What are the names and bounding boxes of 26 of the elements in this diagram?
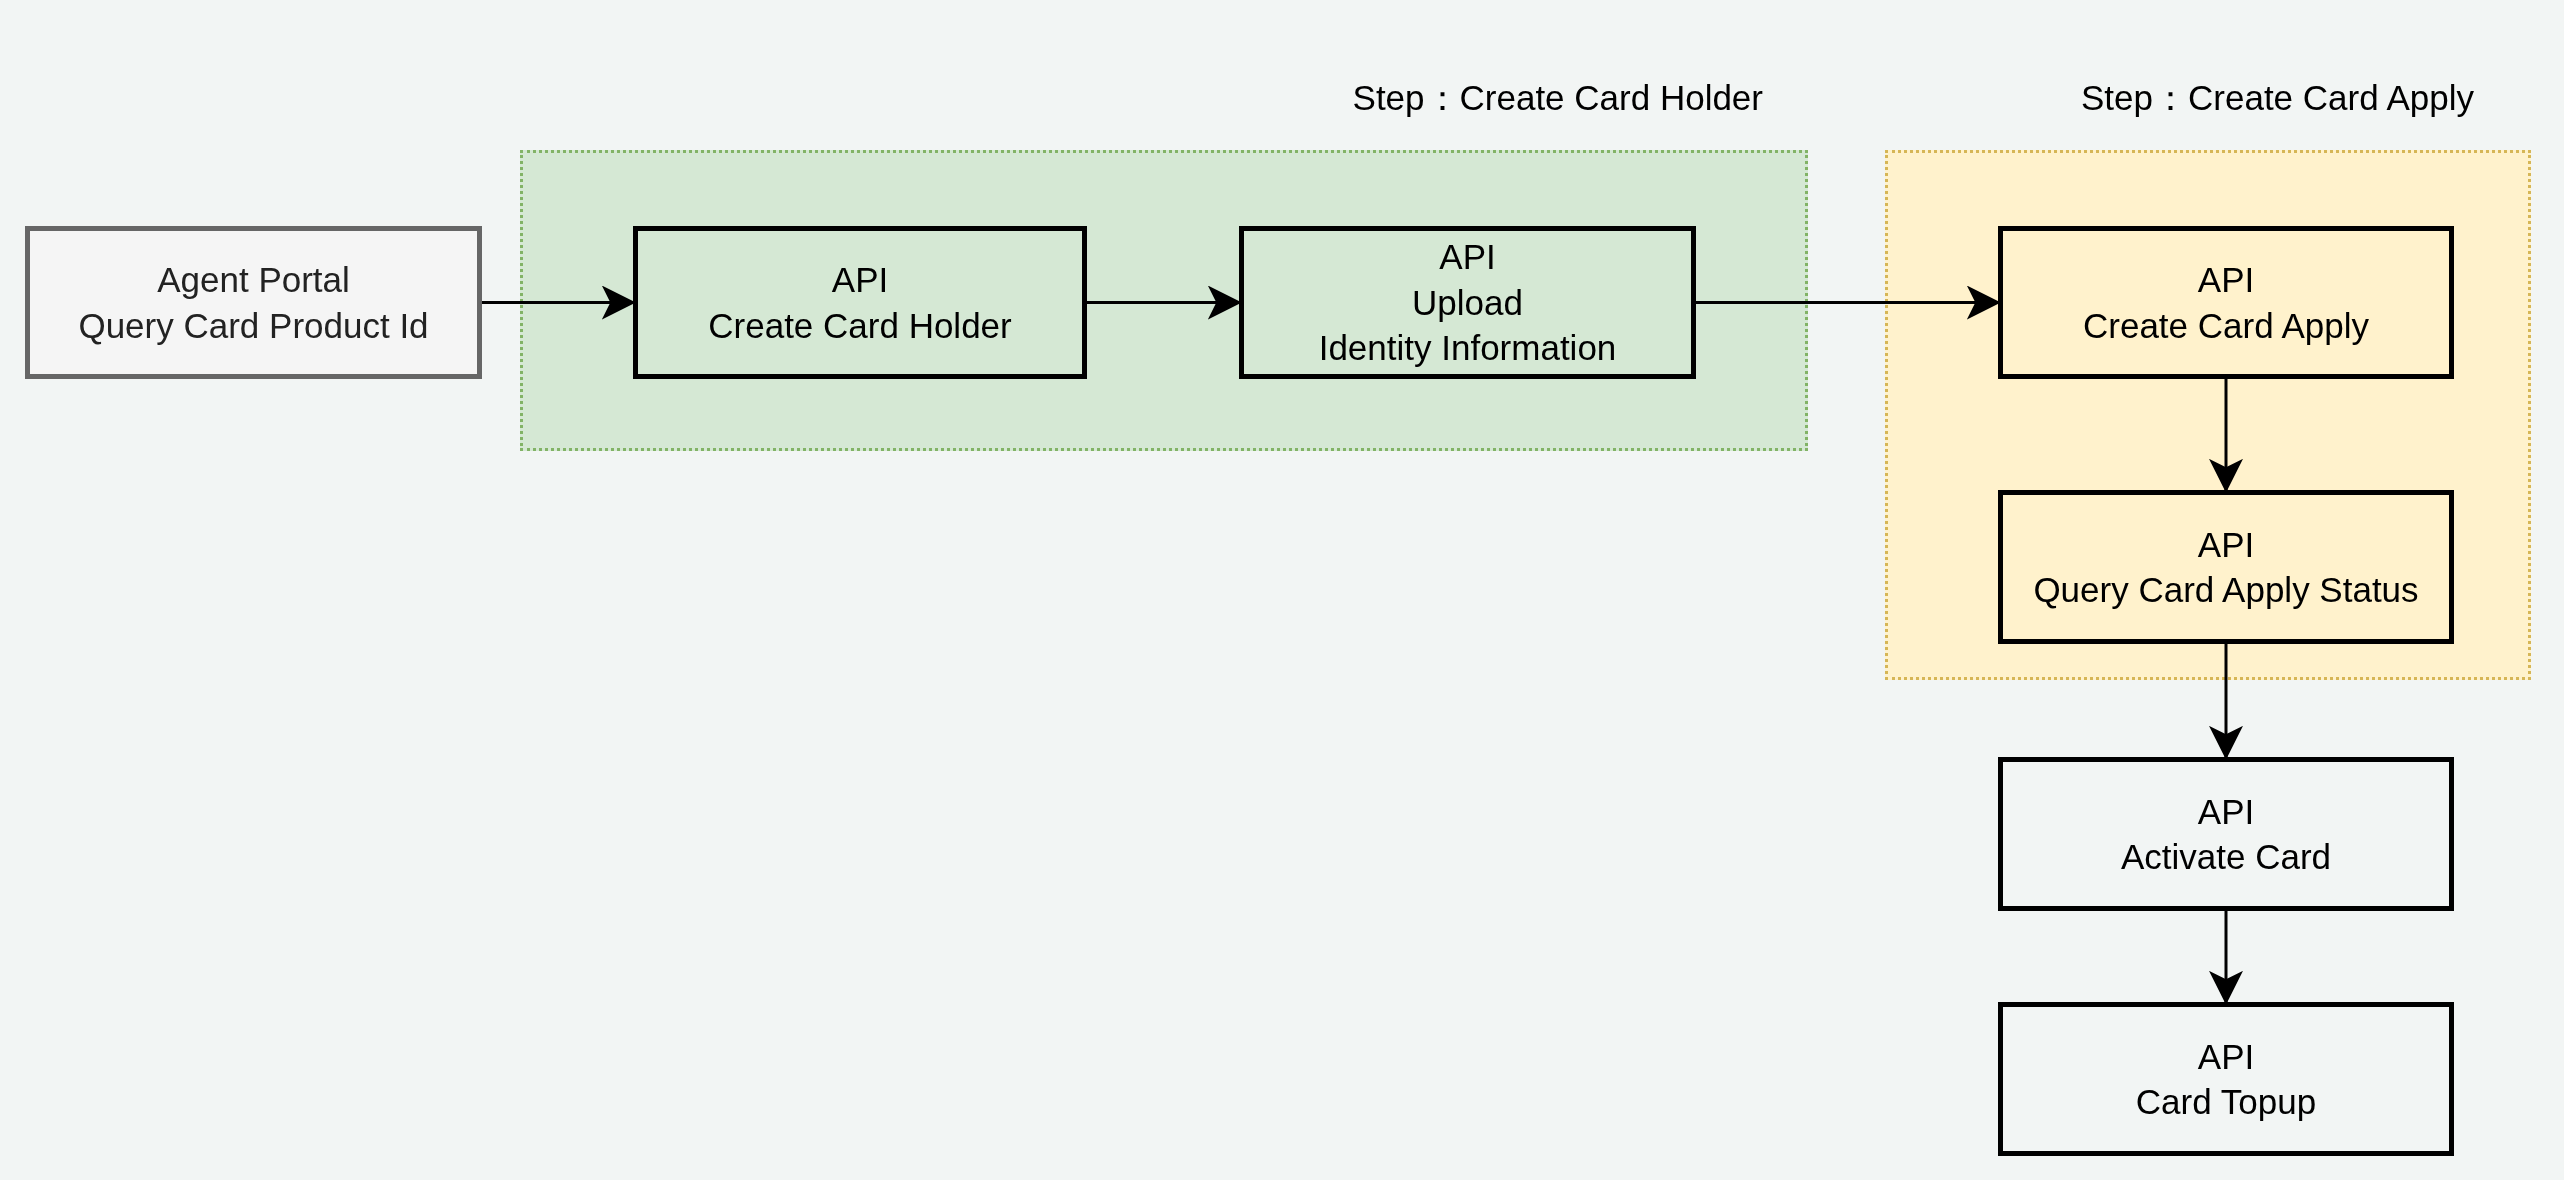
process-box: [1998, 757, 2454, 911]
box-text: Query Card Apply Status: [2033, 569, 2419, 611]
box-text: Activate Card: [2120, 836, 2332, 878]
box-title: API: [2197, 259, 2255, 301]
box-text: Upload: [1412, 281, 1523, 324]
box-text: Query Card Product Id: [78, 304, 429, 347]
box-title: API: [831, 259, 889, 301]
process-box: [25, 226, 482, 379]
box-text: Card Topup: [2135, 1081, 2317, 1123]
box-text: Create Card Holder: [708, 304, 1012, 347]
box-text: Identity Information: [1318, 327, 1617, 370]
box-title: API: [2197, 1035, 2255, 1078]
box-title: API: [2197, 523, 2255, 566]
process-box: [1998, 490, 2454, 644]
box-text: Create Card Apply: [2083, 304, 2369, 347]
box-title: Agent Portal: [157, 259, 350, 301]
process-box: [633, 226, 1087, 379]
process-box: [1239, 226, 1696, 379]
box-title: API: [2197, 790, 2255, 833]
process-box: [1998, 1002, 2454, 1156]
process-box: [1998, 226, 2454, 379]
box-title: API: [1439, 236, 1496, 279]
arrow: [2209, 644, 2243, 760]
step-heading: Step：Create Card Apply: [2081, 77, 2474, 119]
arrow: [2209, 911, 2243, 1005]
step-heading: Step：Create Card Holder: [1352, 77, 1763, 119]
